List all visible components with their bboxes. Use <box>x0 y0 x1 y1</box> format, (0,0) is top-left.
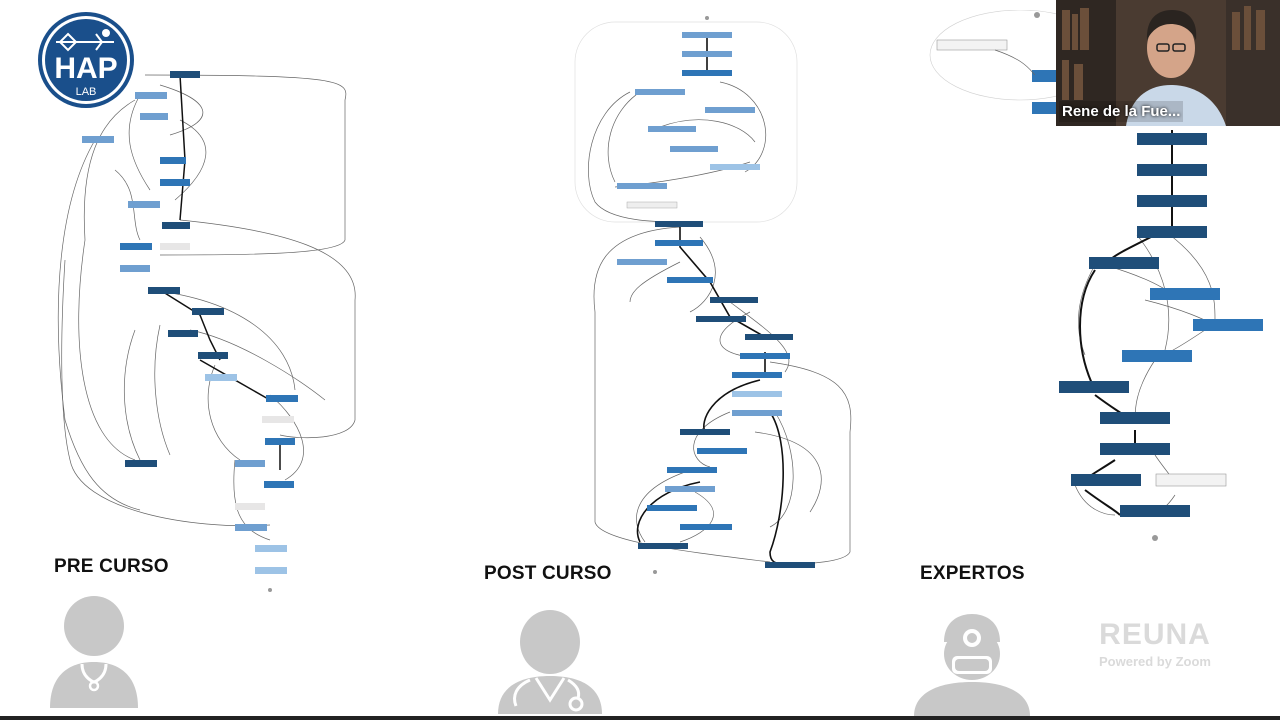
pre-curso-process-map <box>57 71 356 592</box>
zoom-watermark: REUNA Powered by Zoom <box>1082 618 1228 669</box>
expertos-process-map <box>929 10 1263 541</box>
surgeon-mask-icon <box>914 614 1030 716</box>
doctor-stethoscope-icon <box>50 596 138 708</box>
participant-name: Rene de la Fue... <box>1059 101 1184 122</box>
participant-video-tile[interactable]: Rene de la Fue... <box>1056 0 1280 126</box>
bottom-border <box>0 716 1280 720</box>
watermark-brand: REUNA <box>1099 618 1211 651</box>
logo-title: HAP <box>54 52 117 85</box>
hap-lab-logo: HAP LAB <box>38 12 134 108</box>
post-curso-nodes <box>617 16 815 574</box>
expertos-nodes <box>1059 133 1263 541</box>
participant-video <box>1056 0 1280 126</box>
watermark-powered: Powered by Zoom <box>1099 654 1211 669</box>
logo-subtitle: LAB <box>76 86 97 98</box>
pre-curso-nodes <box>82 71 298 592</box>
doctor-stethoscope-icon <box>498 610 602 714</box>
expertos-label: EXPERTOS <box>920 563 1025 584</box>
post-curso-process-map <box>574 16 852 574</box>
post-curso-label: POST CURSO <box>484 563 612 584</box>
pre-curso-label: PRE CURSO <box>54 556 169 577</box>
